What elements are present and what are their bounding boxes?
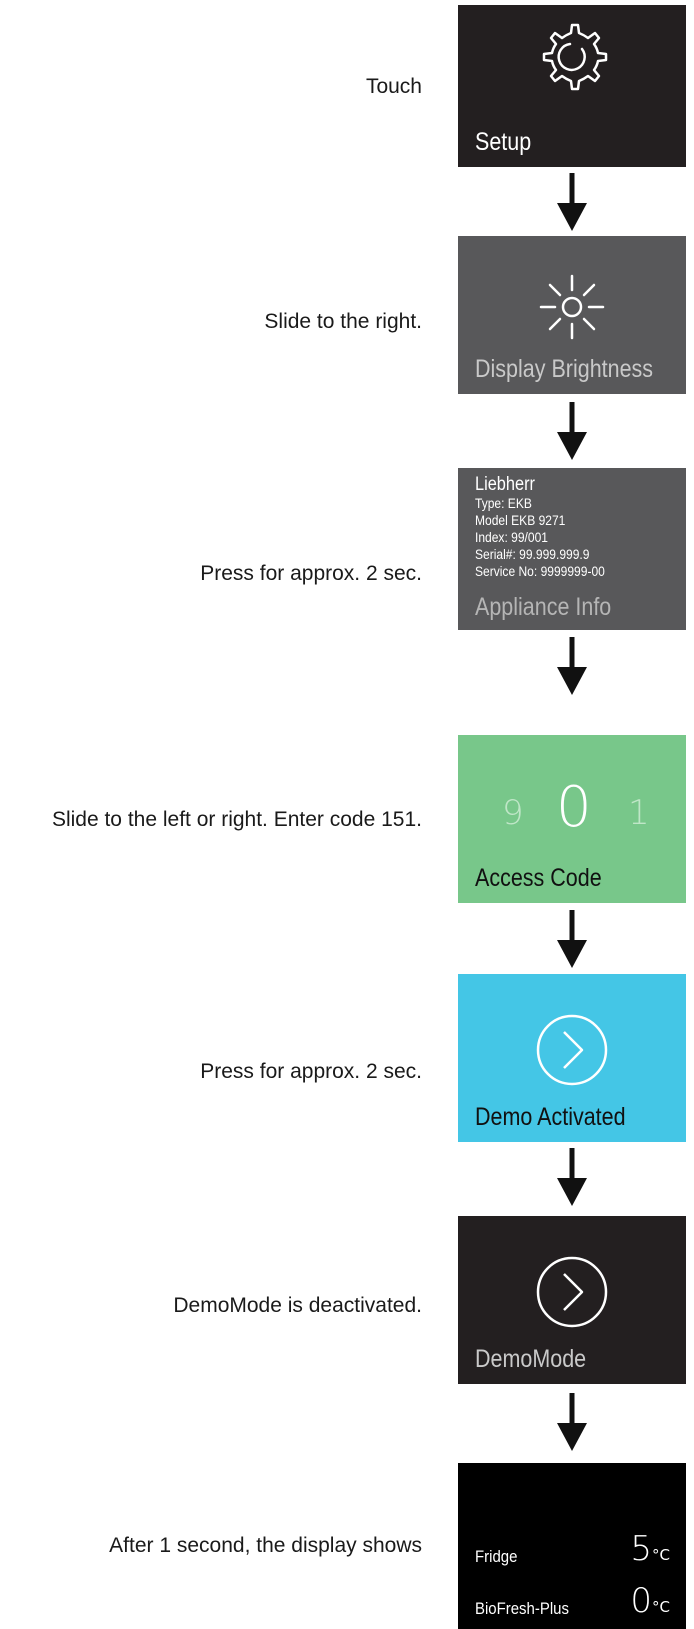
- info-line: Model EKB 9271: [475, 512, 566, 528]
- down-arrow-icon: [555, 173, 589, 233]
- setup-tile[interactable]: Setup: [458, 5, 686, 167]
- biofresh-temperature[interactable]: 0°C: [630, 1581, 670, 1621]
- instruction-text: Press for approx. 2 sec.: [200, 1060, 422, 1083]
- down-arrow-icon: [555, 910, 589, 970]
- circle-chevron-right-icon: [534, 1012, 610, 1093]
- sun-icon: [537, 272, 607, 347]
- temperature-unit: °C: [652, 1598, 670, 1616]
- fridge-zone-label: Fridge: [475, 1547, 518, 1566]
- instruction-text: Press for approx. 2 sec.: [200, 562, 422, 585]
- tile-label: Display Brightness: [475, 355, 654, 383]
- code-digit-next[interactable]: 1: [628, 793, 650, 833]
- down-arrow-icon: [555, 402, 589, 462]
- down-arrow-icon: [555, 637, 589, 697]
- biofresh-temperature-value: 0: [630, 1581, 653, 1621]
- temperature-unit: °C: [652, 1546, 670, 1564]
- brand-name: Liebherr: [475, 474, 535, 495]
- access-code-tile[interactable]: 9 0 1 Access Code: [458, 735, 686, 903]
- appliance-info-details: Liebherr Type: EKB Model EKB 9271 Index:…: [475, 474, 605, 580]
- gear-icon: [534, 19, 610, 100]
- instruction-text: Slide to the right.: [264, 310, 422, 333]
- circle-chevron-right-icon: [534, 1254, 610, 1335]
- code-digit-current[interactable]: 0: [556, 775, 592, 840]
- info-line: Type: EKB: [475, 495, 532, 511]
- info-line: Service No: 9999999-00: [475, 563, 605, 579]
- tile-label: Setup: [475, 128, 532, 156]
- tile-label: DemoMode: [475, 1345, 587, 1373]
- demomode-tile[interactable]: DemoMode: [458, 1216, 686, 1384]
- instruction-text: Slide to the left or right. Enter code 1…: [51, 808, 422, 831]
- tile-label: Appliance Info: [475, 593, 612, 621]
- tile-label: Access Code: [475, 864, 602, 892]
- display-brightness-tile[interactable]: Display Brightness: [458, 236, 686, 394]
- tile-label: Demo Activated: [475, 1103, 626, 1131]
- instruction-text: After 1 second, the display shows: [109, 1534, 422, 1557]
- down-arrow-icon: [555, 1148, 589, 1208]
- code-digit-previous[interactable]: 9: [502, 793, 524, 833]
- fridge-temperature-value: 5: [630, 1529, 653, 1569]
- home-display-tile: Fridge 5°C BioFresh-Plus 0°C: [458, 1463, 686, 1629]
- demo-activated-tile[interactable]: Demo Activated: [458, 974, 686, 1142]
- down-arrow-icon: [555, 1393, 589, 1453]
- instruction-text: DemoMode is deactivated.: [173, 1294, 422, 1317]
- appliance-info-tile[interactable]: Liebherr Type: EKB Model EKB 9271 Index:…: [458, 468, 686, 630]
- instruction-text: Touch: [365, 75, 422, 98]
- info-line: Index: 99/001: [475, 529, 548, 545]
- fridge-temperature[interactable]: 5°C: [630, 1529, 670, 1569]
- info-line: Serial#: 99.999.999.9: [475, 546, 590, 562]
- biofresh-zone-label: BioFresh-Plus: [475, 1599, 569, 1618]
